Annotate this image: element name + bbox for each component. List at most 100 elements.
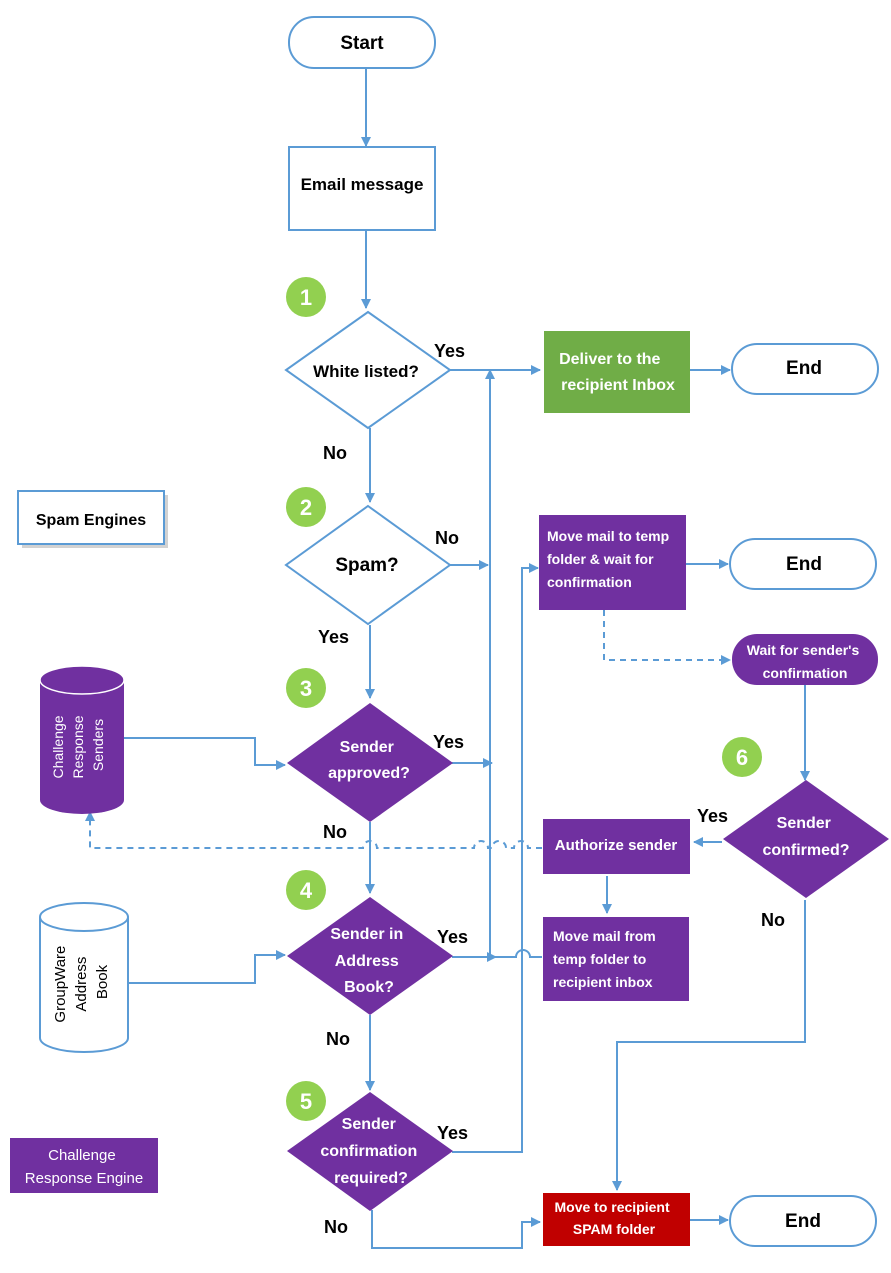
move-temp-line-2: folder & wait for [547, 551, 654, 567]
required-line-1: Sender [342, 1116, 396, 1133]
whitelist-decision: White listed? [284, 310, 452, 430]
move-temp-label: Move mail to temp folder & wait for conf… [547, 528, 673, 590]
email-message-box: Email message [288, 146, 436, 231]
spam-decision: Spam? [284, 504, 452, 626]
address-book-line-2: Address [73, 957, 90, 1012]
label-required-yes: Yes [437, 1123, 468, 1143]
step-badges: 1 2 3 4 5 6 [286, 277, 762, 1121]
authorize-label: Authorize sender [555, 837, 678, 854]
connectors [85, 68, 810, 1249]
end-1-label: End [786, 358, 822, 379]
move-inbox-label: Move mail from temp folder to recipient … [553, 928, 660, 990]
challenge-response-senders-db: Challenge Response Senders [39, 665, 125, 814]
required-line-2: confirmation [320, 1143, 417, 1160]
arrow-required-yes [452, 563, 539, 1153]
cr-senders-line-3: Senders [90, 719, 106, 771]
spam-engines-label: Spam Engines [36, 512, 146, 529]
address-book-line-1: GroupWare [52, 946, 69, 1023]
label-spam-yes: Yes [318, 627, 349, 647]
cr-engine-label: Challenge Response Engine [25, 1147, 143, 1187]
deliver-line-2: recipient Inbox [561, 377, 675, 394]
book-line-2: Address [335, 953, 399, 970]
address-book-line-3: Book [94, 964, 111, 999]
label-approved-yes: Yes [433, 732, 464, 752]
challenge-response-engine-legend: Challenge Response Engine [10, 1138, 158, 1193]
sender-approved-label: Sender approved? [328, 739, 410, 782]
move-temp-line-1: Move mail to temp [547, 528, 669, 544]
arrow-senders-to-approved [124, 737, 286, 770]
sender-confirmed-label: Sender confirmed? [762, 815, 849, 859]
label-confirmed-yes: Yes [697, 806, 728, 826]
address-book-label: GroupWare Address Book [52, 941, 111, 1022]
move-inbox-line-3: recipient inbox [553, 974, 653, 990]
move-temp-folder-box: Move mail to temp folder & wait for conf… [539, 515, 686, 610]
email-message-label: Email message [301, 175, 424, 194]
cr-senders-label: Challenge Response Senders [50, 712, 106, 779]
sender-approved-decision: Sender approved? [287, 703, 453, 822]
badge-3: 3 [300, 676, 312, 701]
arrow-authorize-to-senders [85, 811, 542, 849]
badge-4: 4 [300, 878, 313, 903]
wait-line-2: confirmation [763, 665, 848, 681]
wait-line-1: Wait for sender's [747, 642, 860, 658]
spam-label: Spam? [335, 555, 398, 576]
label-confirmed-no: No [761, 910, 785, 930]
move-inbox-line-1: Move mail from [553, 928, 656, 944]
arrow-addressbook-to-book [128, 950, 286, 984]
approved-line-1: Sender [340, 739, 394, 756]
groupware-address-book-db: GroupWare Address Book [39, 902, 129, 1053]
deliver-inbox-label: Deliver to the recipient Inbox [559, 351, 675, 394]
end-3-label: End [785, 1211, 821, 1232]
end-terminal-2: End [729, 538, 877, 590]
confirmation-required-label: Sender confirmation required? [320, 1116, 421, 1187]
label-book-yes: Yes [437, 927, 468, 947]
move-spam-label: Move to recipient SPAM folder [554, 1199, 673, 1237]
deliver-line-1: Deliver to the [559, 351, 660, 368]
label-approved-no: No [323, 822, 347, 842]
confirmed-line-2: confirmed? [762, 842, 849, 859]
move-spam-line-1: Move to recipient [554, 1199, 669, 1215]
end-2-label: End [786, 554, 822, 575]
edge-labels: Yes No No Yes Yes No Yes No Yes No Yes N… [318, 341, 785, 1237]
cr-engine-line-1: Challenge [48, 1147, 116, 1164]
start-label: Start [340, 33, 384, 54]
confirmation-required-decision: Sender confirmation required? [287, 1092, 453, 1211]
start-terminal: Start [288, 16, 436, 69]
authorize-sender-box: Authorize sender [543, 819, 690, 874]
badge-5: 5 [300, 1089, 312, 1114]
sender-in-book-label: Sender in Address Book? [330, 926, 407, 996]
sender-in-address-book-decision: Sender in Address Book? [287, 897, 453, 1015]
move-temp-line-3: confirmation [547, 574, 632, 590]
confirmed-line-1: Sender [777, 815, 831, 832]
move-spam-folder-box: Move to recipient SPAM folder [543, 1193, 690, 1246]
badge-1: 1 [300, 285, 312, 310]
spam-engines-legend: Spam Engines [17, 490, 168, 548]
required-line-3: required? [334, 1170, 408, 1187]
sender-confirmed-decision: Sender confirmed? [723, 780, 889, 898]
whitelist-label: White listed? [313, 362, 419, 381]
wait-confirmation-label: Wait for sender's confirmation [747, 642, 863, 681]
cr-senders-line-2: Response [70, 715, 86, 778]
label-whitelist-yes: Yes [434, 341, 465, 361]
move-inbox-line-2: temp folder to [553, 951, 646, 967]
book-line-3: Book? [344, 979, 394, 996]
approved-line-2: approved? [328, 765, 410, 782]
label-required-no: No [324, 1217, 348, 1237]
arrow-inbox-bus-up [485, 369, 542, 958]
deliver-inbox-box: Deliver to the recipient Inbox [544, 331, 690, 413]
label-whitelist-no: No [323, 443, 347, 463]
move-spam-line-2: SPAM folder [573, 1221, 656, 1237]
arrow-required-no [371, 1210, 541, 1249]
badge-6: 6 [736, 745, 748, 770]
end-terminal-1: End [731, 343, 879, 395]
wait-confirmation-terminal: Wait for sender's confirmation [732, 634, 878, 685]
label-spam-no: No [435, 528, 459, 548]
end-terminal-3: End [729, 1195, 877, 1247]
label-book-no: No [326, 1029, 350, 1049]
cr-senders-line-1: Challenge [50, 715, 66, 778]
move-to-inbox-box: Move mail from temp folder to recipient … [543, 917, 689, 1001]
badge-2: 2 [300, 495, 312, 520]
arrow-confirmed-no [612, 900, 806, 1191]
